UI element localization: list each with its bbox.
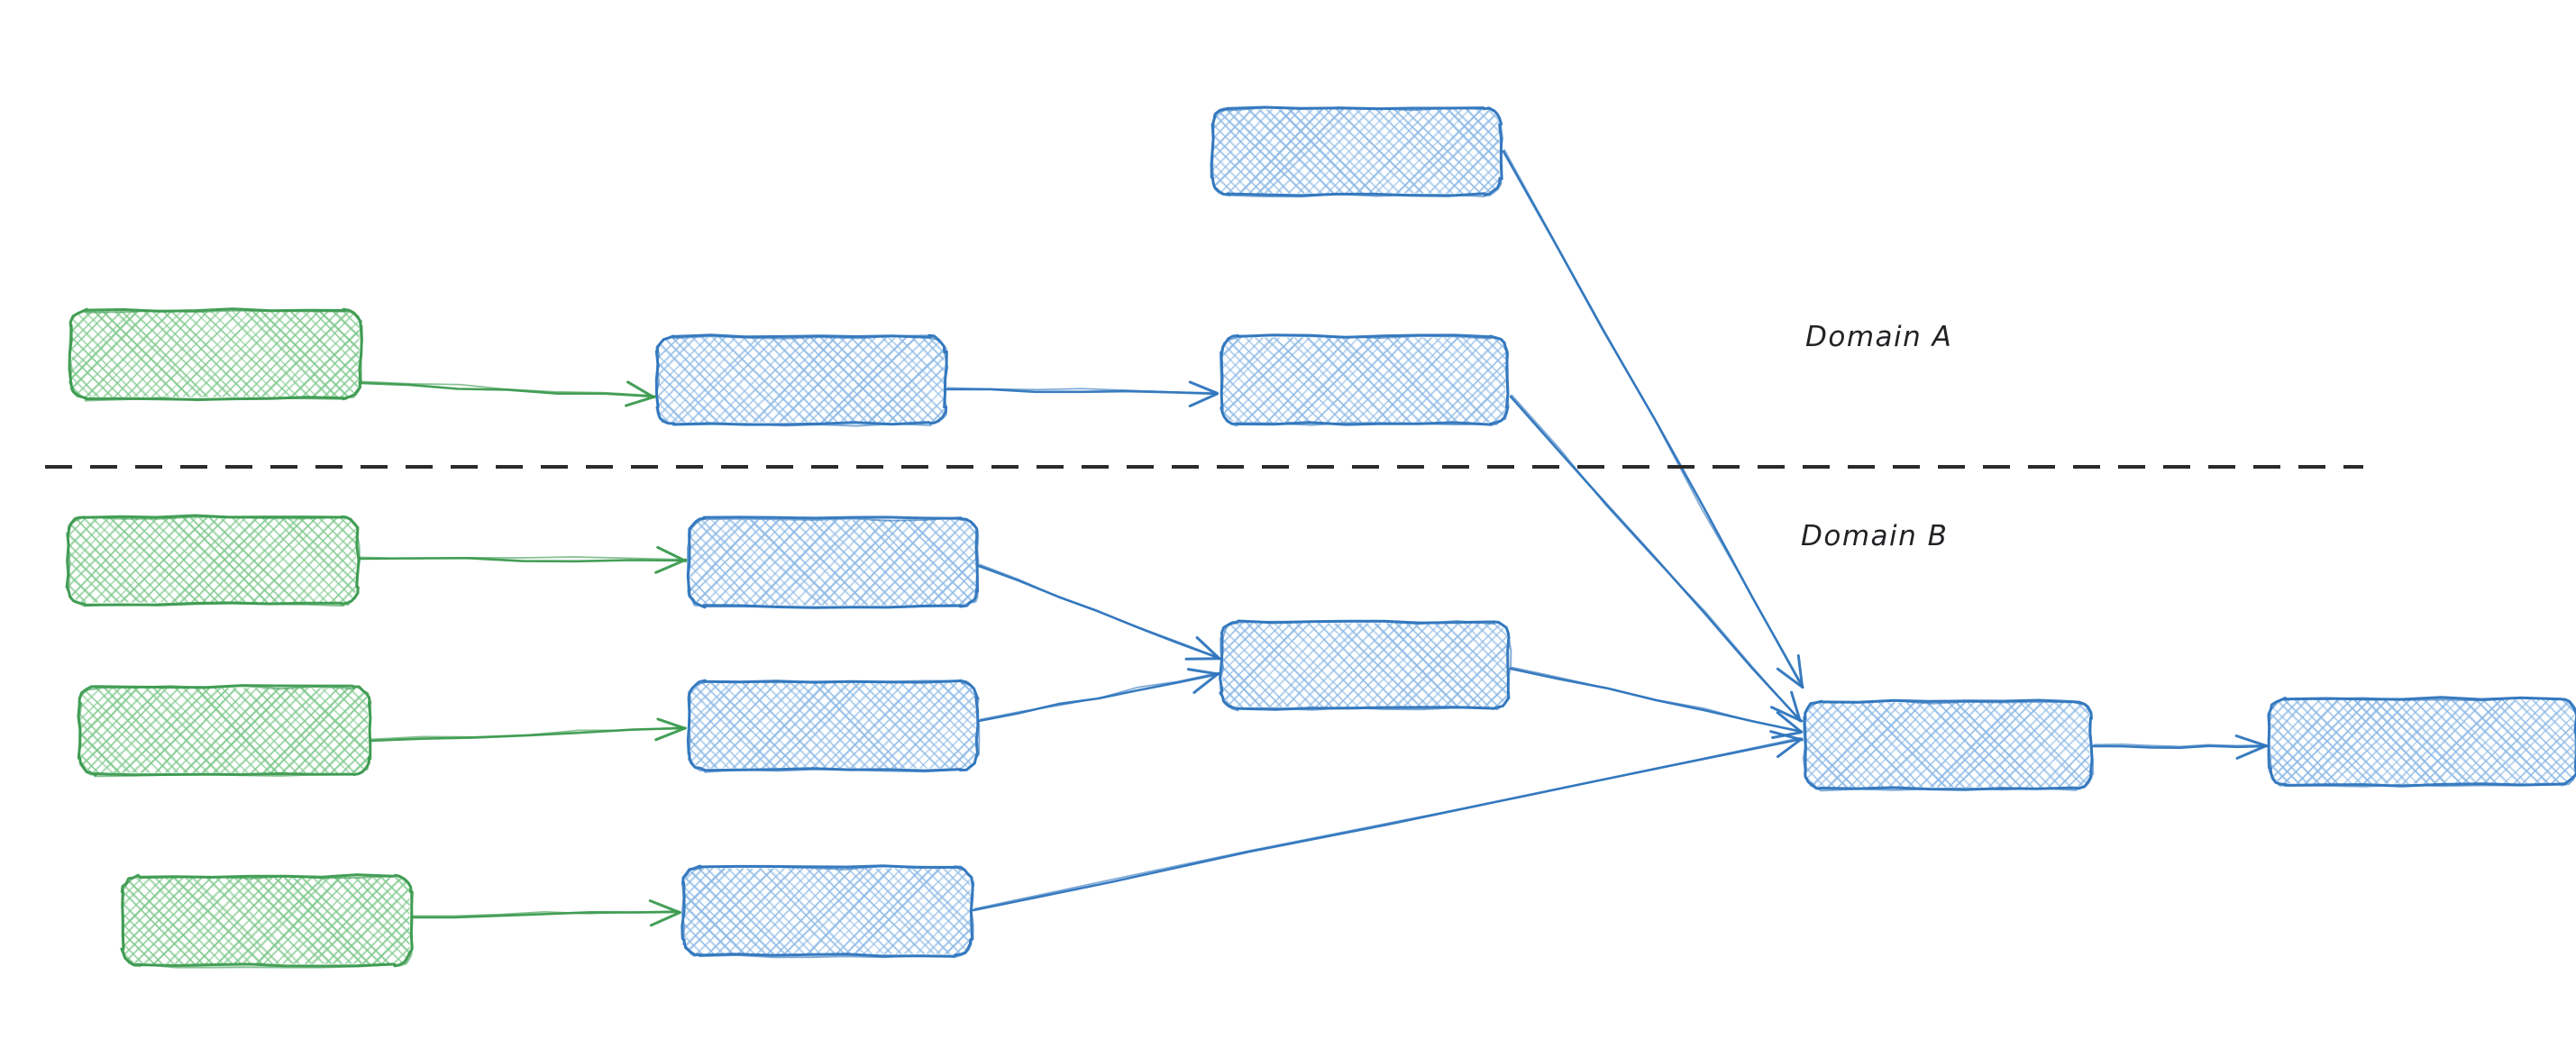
node-b-agg-2[interactable] (1697, 698, 2292, 792)
edge-a-src-1-to-a-proc-1 (359, 380, 657, 407)
node-b-proc-3[interactable] (578, 864, 1183, 959)
node-a-src-1[interactable] (0, 307, 568, 402)
domain-a-label: Domain A (1805, 321, 1953, 353)
node-b-src-1[interactable] (0, 514, 565, 607)
edge-a-top-1-to-b-agg-2 (1502, 149, 1804, 689)
node-b-proc-1[interactable] (581, 515, 1187, 609)
edge-b-proc-2-to-b-agg-1 (977, 668, 1220, 723)
node-b-src-2[interactable] (0, 684, 578, 778)
node-b-agg-1[interactable] (1117, 619, 1710, 712)
edge-a-proc-2-to-b-agg-2 (1509, 394, 1804, 723)
node-b-proc-2[interactable] (583, 679, 1187, 773)
edge-b-src-2-to-b-proc-2 (368, 717, 687, 743)
node-a-top-1[interactable] (1108, 105, 1699, 198)
edge-b-agg-2-to-b-out-1 (2091, 734, 2269, 760)
edge-b-proc-1-to-b-agg-1 (977, 563, 1221, 661)
node-b-out-1[interactable] (2165, 696, 2576, 788)
edge-b-proc-3-to-b-agg-2 (972, 730, 1804, 912)
edge-b-src-1-to-b-proc-1 (357, 545, 688, 574)
edge-a-proc-1-to-a-proc-2 (945, 380, 1219, 407)
edge-b-agg-1-to-b-agg-2 (1509, 666, 1804, 739)
domain-b-label: Domain B (1801, 520, 1949, 552)
node-a-proc-1[interactable] (551, 333, 1156, 427)
node-b-src-3[interactable] (16, 873, 622, 969)
edge-b-src-3-to-b-proc-3 (410, 899, 681, 927)
node-a-proc-2[interactable] (1116, 333, 1711, 427)
